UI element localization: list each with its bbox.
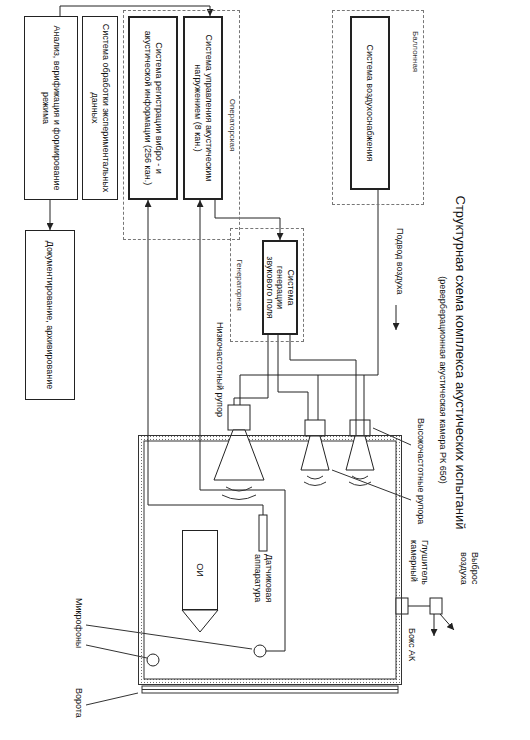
connector xyxy=(215,200,280,240)
region-label: Баллонная xyxy=(410,31,420,72)
leader-line xyxy=(332,470,411,500)
part-label: Датчиковая аппаратура xyxy=(252,554,274,616)
part-label: Ворота xyxy=(73,688,84,734)
process-box: Система генерации звукового поля xyxy=(262,240,298,335)
muffler xyxy=(408,606,430,607)
horn xyxy=(214,405,374,480)
test-object-nose xyxy=(182,610,218,632)
gate xyxy=(142,689,398,690)
region-label: Операторская xyxy=(227,11,237,239)
horn xyxy=(228,405,250,430)
region-label: Бокс АК xyxy=(406,628,417,661)
subtitle: (реверберационная акустическая камера РК… xyxy=(437,245,448,515)
test-object-nose xyxy=(182,610,218,632)
leader-line xyxy=(86,625,252,649)
flow-label: Подвод воздуха xyxy=(394,228,405,306)
test-object: ОИ xyxy=(182,530,218,610)
exhaust-arrow xyxy=(440,614,454,630)
box-text: Система воздухоснабжения xyxy=(365,45,376,162)
flow-label: Выброс воздуха xyxy=(458,552,480,598)
connector xyxy=(50,200,51,230)
connector xyxy=(148,200,149,435)
sensor xyxy=(259,515,267,551)
air-inlet-arrow xyxy=(396,305,397,330)
gate xyxy=(86,686,398,705)
chamber-wall xyxy=(138,435,402,685)
part-label: Глушитель камерный xyxy=(408,540,430,596)
wire xyxy=(240,375,364,405)
sound-wave xyxy=(222,476,371,500)
part-label: Микрофоны xyxy=(73,598,84,662)
connector xyxy=(290,335,356,435)
box-text: Анализ, верификация и формирование режим… xyxy=(40,22,62,194)
wire xyxy=(318,375,319,420)
gate xyxy=(142,686,398,693)
box-text: Система регистрации вибро - и акустическ… xyxy=(142,23,164,193)
diagram-title: Структурная схема комплекса акустических… xyxy=(452,190,468,535)
exhaust-arrow xyxy=(434,614,454,636)
chamber-wall xyxy=(144,441,396,679)
room-region: Операторская Система управления акустичес… xyxy=(123,10,240,240)
air-inlet-arrow xyxy=(396,305,397,330)
horn xyxy=(305,420,325,436)
box-text: Документирование, архивирование xyxy=(45,241,56,390)
part-label: Низкочастотный рупор xyxy=(214,322,225,426)
microphone xyxy=(254,645,266,657)
room-region: Баллонная Система воздухоснабжения xyxy=(332,10,424,205)
process-box: Анализ, верификация и формирование режим… xyxy=(24,16,78,200)
region-label: Генераторная xyxy=(234,229,244,341)
muffler xyxy=(396,598,408,614)
horn xyxy=(346,436,374,470)
process-box: Система воздухоснабжения xyxy=(350,16,390,190)
box-text: Система обработки экспериментальных данн… xyxy=(89,22,111,194)
box-text: Система генерации звукового поля xyxy=(264,247,296,328)
leader-line xyxy=(373,428,411,445)
box-text: Система управления акустическим нагружен… xyxy=(192,23,214,193)
gate xyxy=(86,693,138,705)
sensor xyxy=(259,515,267,551)
box-text: ОИ xyxy=(195,563,206,576)
process-box: Система управления акустическим нагружен… xyxy=(183,16,223,200)
microphone xyxy=(147,645,266,666)
sound-wave xyxy=(304,476,326,486)
horn xyxy=(214,430,264,480)
wire xyxy=(278,335,308,420)
exhaust-arrow xyxy=(434,614,435,636)
microphone xyxy=(147,654,159,666)
wire xyxy=(234,335,268,405)
connector xyxy=(60,6,210,16)
part-label: Высокочастотные рупора xyxy=(415,418,426,536)
muffler xyxy=(396,598,442,614)
process-box: Система регистрации вибро - и акустическ… xyxy=(128,16,178,200)
process-box: Документирование, архивирование xyxy=(25,230,75,400)
leader-line xyxy=(86,428,411,658)
muffler xyxy=(430,598,442,614)
sound-wave xyxy=(222,487,256,500)
connector xyxy=(200,200,201,435)
process-box: Система обработки экспериментальных данн… xyxy=(82,16,118,200)
horn xyxy=(301,436,329,470)
horn xyxy=(350,420,370,436)
room-region: Генераторная Система генерации звукового … xyxy=(230,228,304,342)
chamber-wall xyxy=(138,435,402,685)
connector xyxy=(364,190,378,435)
wire xyxy=(148,335,364,651)
